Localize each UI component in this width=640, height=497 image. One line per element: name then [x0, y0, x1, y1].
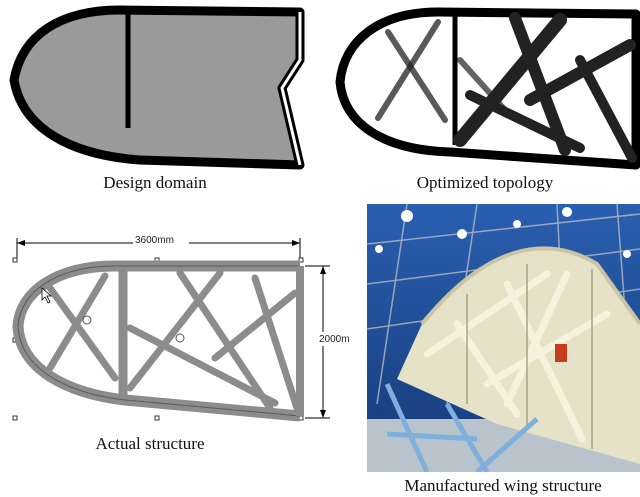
height-dimension-label: 2000mm	[319, 334, 350, 345]
cursor-icon	[41, 287, 53, 304]
caption-manufactured-wing: Manufactured wing structure	[404, 476, 602, 495]
manufactured-wing-photo	[367, 204, 640, 472]
actual-structure-figure: 3600mm 2000mm	[12, 233, 350, 422]
caption-design-domain: Design domain	[103, 173, 207, 192]
caption-optimized-topology: Optimized topology	[416, 173, 554, 192]
actual-structure-panel: 3600mm 2000mm	[5, 228, 350, 428]
caption-actual-structure: Actual structure	[95, 434, 205, 453]
topology-members	[375, 12, 637, 163]
design-domain-figure	[9, 5, 305, 170]
design-domain-shape	[9, 5, 305, 170]
optimized-topology-panel	[330, 0, 640, 170]
wing-rib-structure	[12, 260, 304, 422]
optimized-topology-figure	[335, 7, 640, 170]
width-dimension-label: 3600mm	[135, 235, 174, 246]
design-domain-panel	[0, 0, 310, 170]
manufactured-photo-panel	[367, 204, 640, 472]
